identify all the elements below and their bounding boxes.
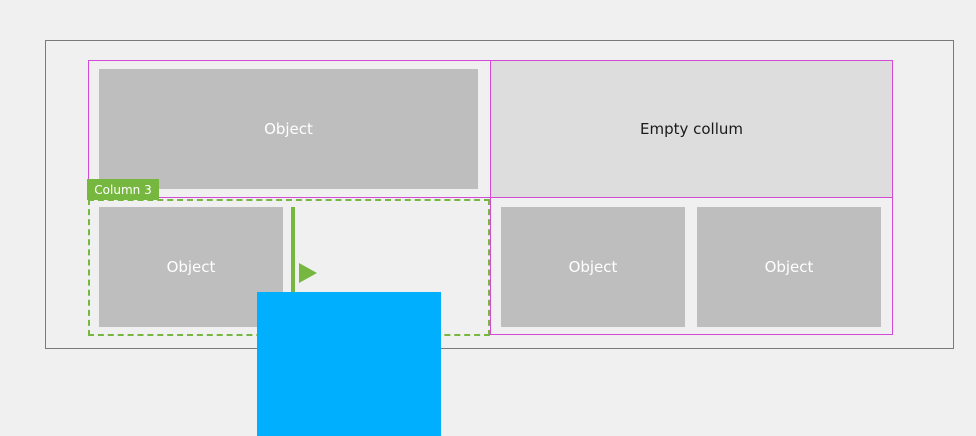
layout-container (45, 40, 954, 349)
object-block[interactable]: Object (697, 207, 881, 327)
drag-preview-object[interactable] (257, 292, 441, 436)
grid-cell-row1-col2 (490, 60, 893, 198)
grid-cell-row2-col2 (490, 197, 893, 335)
insertion-indicator-line (291, 207, 295, 295)
object-label: Object (764, 258, 814, 276)
object-label: Object (568, 258, 618, 276)
empty-column-label: Empty collum (639, 120, 743, 138)
object-block[interactable]: Object (501, 207, 685, 327)
object-block[interactable]: Object (99, 207, 283, 327)
column-tag: Column 3 (87, 179, 159, 200)
object-label: Object (166, 258, 216, 276)
play-triangle-icon (299, 263, 317, 283)
object-block[interactable]: Object (99, 69, 478, 189)
object-label: Object (264, 120, 313, 138)
